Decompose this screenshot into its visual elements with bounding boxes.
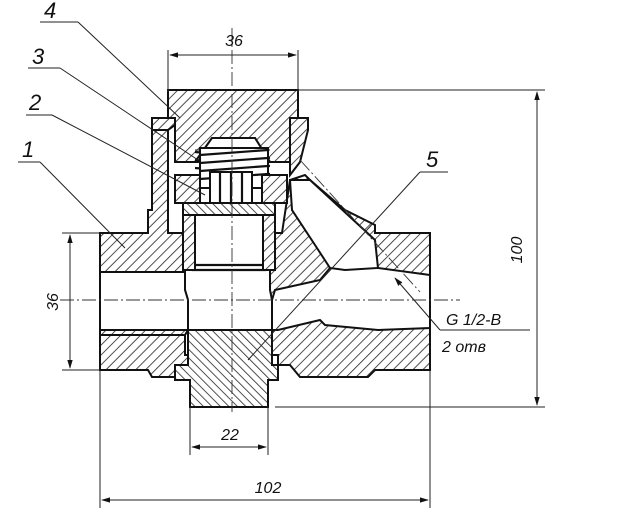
dimension-height: 100 <box>275 89 545 408</box>
dim-port-height-label: 36 <box>45 293 62 311</box>
part-number-4: 4 <box>44 0 56 23</box>
dimension-port-height: 36 <box>45 232 100 371</box>
thread-note: G 1/2-B 2 отв <box>394 277 530 356</box>
dim-height-label: 100 <box>509 237 526 264</box>
dim-cap-width-label: 36 <box>225 33 243 50</box>
leader-part-2: 2 <box>26 90 206 196</box>
part-number-2: 2 <box>28 90 41 115</box>
leader-part-1: 1 <box>18 137 126 249</box>
dim-length-label: 102 <box>255 480 282 497</box>
center-lines <box>60 28 460 412</box>
dim-plug-width-label: 22 <box>220 427 239 444</box>
leader-part-4: 4 <box>40 0 181 119</box>
valve-part-2 <box>174 171 288 272</box>
thread-note-line1: G 1/2-B <box>446 312 501 329</box>
thread-note-line2: 2 отв <box>441 339 486 356</box>
leader-part-3: 3 <box>28 44 199 161</box>
dimension-length: 102 <box>99 370 431 508</box>
dimension-plug-width: 22 <box>189 407 269 455</box>
part-number-1: 1 <box>22 137 34 162</box>
leader-part-5: 5 <box>247 147 448 361</box>
part-number-3: 3 <box>32 44 45 69</box>
plug-part-5 <box>174 329 279 408</box>
dimension-cap-width: 36 <box>167 33 299 92</box>
part-number-5: 5 <box>426 147 439 172</box>
